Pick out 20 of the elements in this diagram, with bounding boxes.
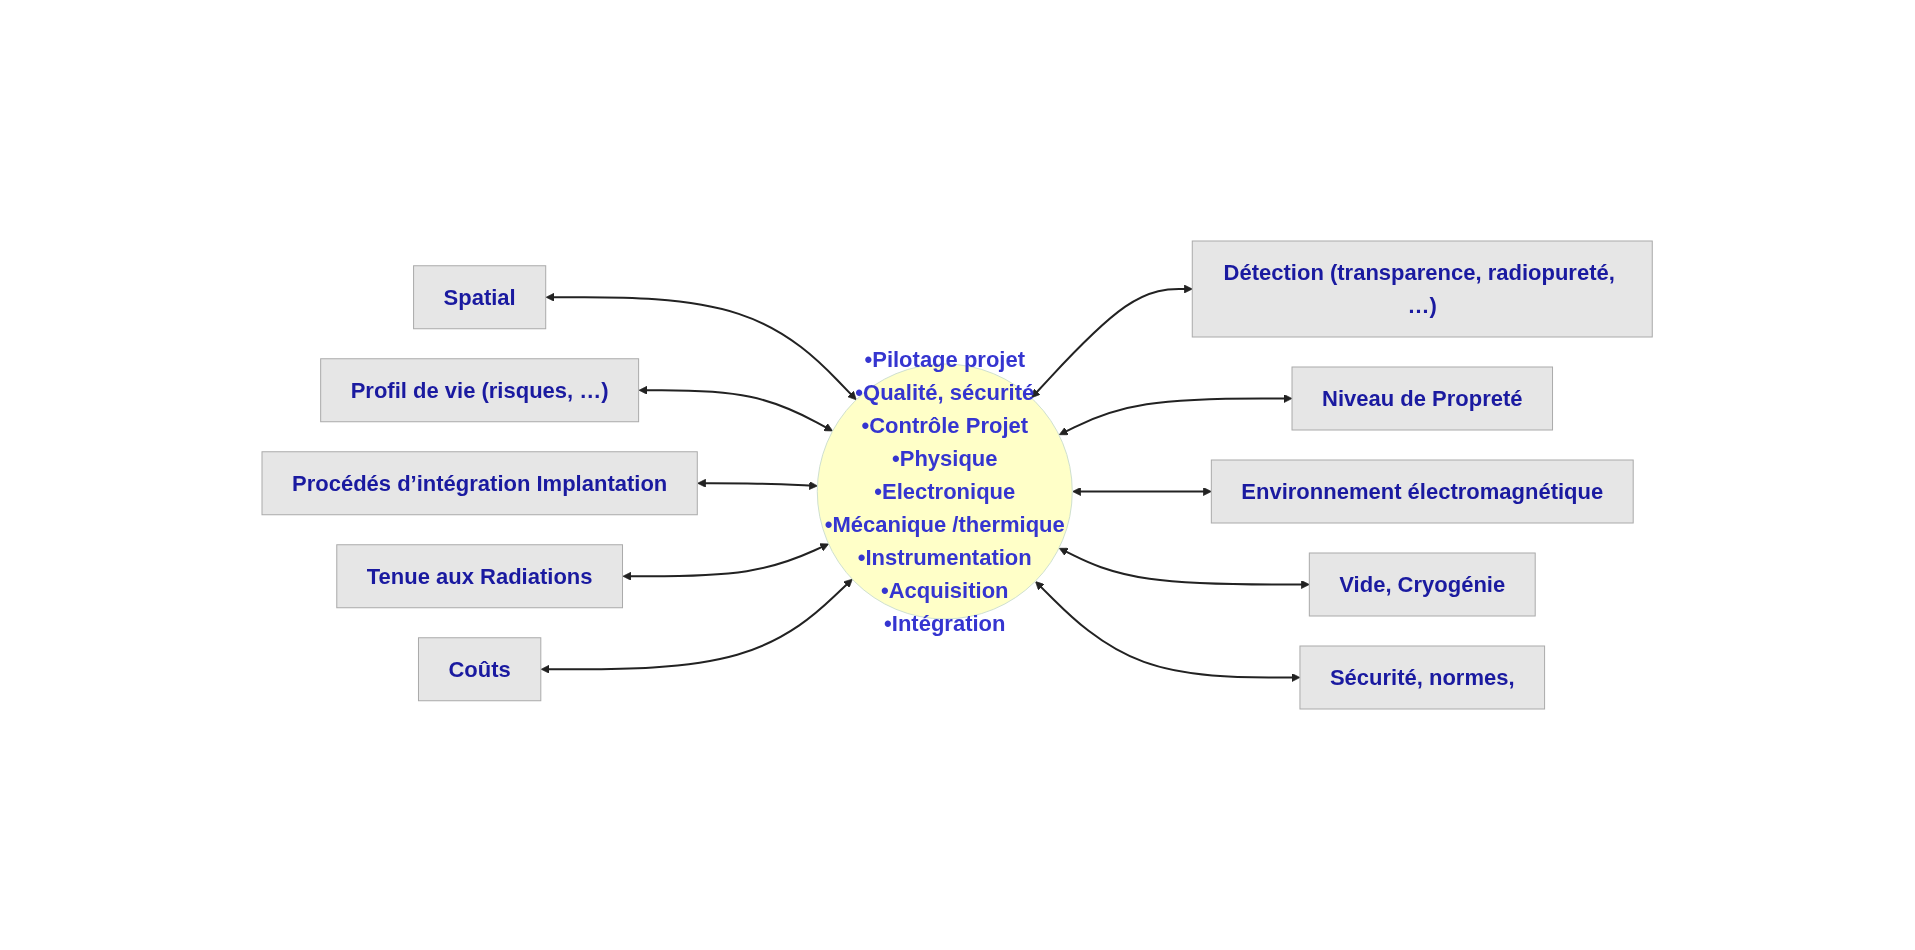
arrow [541,578,853,674]
node-box: Procédés d’intégration Implantation [261,451,699,516]
node-box: Vide, Cryogénie [1309,552,1537,617]
arrow [697,478,819,490]
arrow [1059,394,1293,436]
node-box: Profil de vie (risques, …) [320,358,640,423]
arrow [639,385,834,432]
node-box: Sécurité, normes, [1299,645,1546,710]
arrow [1059,547,1311,589]
node-box: Environnement électromagnétique [1211,459,1635,524]
arrow [1035,581,1301,682]
arrow [1072,487,1213,496]
node-box: Tenue aux Radiations [336,544,624,609]
node-box: Niveau de Propreté [1291,366,1554,431]
arrow [1031,284,1194,399]
node-box: Spatial [413,265,547,330]
arrow [546,292,857,401]
node-box: Détection (transparence, radiopureté, …) [1192,240,1654,338]
node-box: Coûts [418,637,542,702]
arrow [622,543,830,581]
